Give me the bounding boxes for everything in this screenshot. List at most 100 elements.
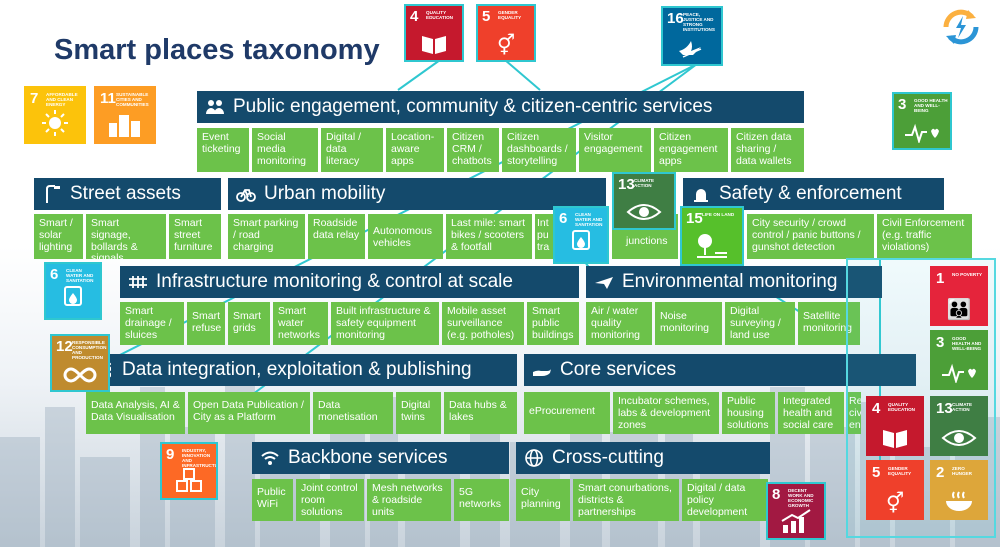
buildings-icon xyxy=(109,115,140,137)
rail-icon xyxy=(128,272,148,292)
section-header-core-services: Core services xyxy=(524,354,916,386)
bowl-icon xyxy=(946,491,972,511)
heartbeat-icon xyxy=(942,363,976,383)
section-header-backbone: Backbone services xyxy=(252,442,509,474)
cell-mesh-networks: Mesh networks & roadside units xyxy=(367,479,451,521)
book-icon xyxy=(422,36,446,54)
section-header-street-assets: Street assets xyxy=(34,178,221,210)
section-title: Core services xyxy=(560,359,677,380)
cell-digital-data-policy: Digital / data policy development xyxy=(682,479,768,521)
cell-public-housing: Public housing solutions xyxy=(722,392,775,434)
cell-air-water-quality: Air / water quality monitoring xyxy=(586,302,652,345)
gender-icon: ⚥ xyxy=(885,493,905,515)
cell-civic-engagement: Re civ en xyxy=(847,392,861,434)
cell-location-aware-apps: Location-aware apps xyxy=(386,128,444,172)
cell-civil-enforcement: Civil Enforcement (e.g. traffic violatio… xyxy=(877,214,972,259)
cubes-icon xyxy=(176,468,202,492)
cell-data-hubs: Data hubs & lakes xyxy=(444,392,517,434)
cell-incubator-schemes: Incubator schemes, labs & development zo… xyxy=(613,392,719,434)
cell-citizen-data-sharing: Citizen data sharing / data wallets xyxy=(731,128,804,172)
cell-built-infrastructure: Built infrastructure & safety equipment … xyxy=(331,302,439,345)
cell-integrated-public-transport: Int pu tra xyxy=(535,214,555,259)
cell-eprocurement: eProcurement xyxy=(524,392,610,434)
cell-digital-twins: Digital twins xyxy=(396,392,441,434)
heartbeat-icon xyxy=(905,123,939,143)
alarm-icon xyxy=(691,184,711,204)
cell-visitor-engagement: Visitor engagement xyxy=(579,128,651,172)
section-title: Data integration, exploitation & publish… xyxy=(122,359,472,380)
water-icon xyxy=(64,286,82,306)
cell-smart-grids: Smart grids xyxy=(228,302,270,345)
cell-city-security: City security / crowd control / panic bu… xyxy=(747,214,874,259)
cell-smart-water-networks: Smart water networks xyxy=(273,302,328,345)
section-header-data-integration: Data integration, exploitation & publish… xyxy=(86,354,517,386)
section-title: Safety & enforcement xyxy=(719,183,902,204)
eye-icon xyxy=(626,204,662,220)
section-header-public-engagement: Public engagement, community & citizen-c… xyxy=(197,91,804,123)
section-title: Street assets xyxy=(70,183,181,204)
cell-social-media-monitoring: Social media monitoring xyxy=(252,128,318,172)
cell-smart-refuse: Smart refuse xyxy=(187,302,225,345)
cell-open-data: Open Data Publication / City as a Platfo… xyxy=(188,392,310,434)
section-title: Public engagement, community & citizen-c… xyxy=(233,96,713,117)
globe-icon xyxy=(524,448,544,468)
cell-smart-street-furniture: Smart street furniture xyxy=(169,214,221,259)
eye-icon xyxy=(941,430,977,446)
section-title: Infrastructure monitoring & control at s… xyxy=(156,271,513,292)
people-icon xyxy=(205,97,225,117)
refresh-lightning-icon xyxy=(943,9,979,45)
cell-citizen-engagement-apps: Citizen engagement apps xyxy=(654,128,728,172)
section-header-cross-cutting: Cross-cutting xyxy=(516,442,770,474)
cell-smart-signage: Smart signage, bollards & signals xyxy=(86,214,166,259)
family-icon: 👪 xyxy=(946,299,972,321)
sun-icon xyxy=(42,110,68,136)
cell-smart-public-buildings: Smart public buildings xyxy=(527,302,579,345)
cell-satellite-monitoring: Satellite monitoring xyxy=(798,302,860,345)
cell-smart-conurbations: Smart conurbations, districts & partners… xyxy=(573,479,679,521)
growth-icon xyxy=(781,509,811,533)
section-header-safety: Safety & enforcement xyxy=(683,178,944,210)
cell-smart-solar-lighting: Smart / solar lighting xyxy=(34,214,83,259)
dove-icon xyxy=(679,41,702,58)
bicycle-icon xyxy=(236,184,256,204)
cell-mobile-asset-surveillance: Mobile asset surveillance (e.g. potholes… xyxy=(442,302,524,345)
section-title: Environmental monitoring xyxy=(622,271,838,292)
hand-icon xyxy=(532,360,552,380)
section-header-infrastructure: Infrastructure monitoring & control at s… xyxy=(120,266,579,298)
cell-joint-control-room: Joint control room solutions xyxy=(296,479,364,521)
section-header-environmental: Environmental monitoring xyxy=(586,266,882,298)
cell-data-analysis: Data Analysis, AI & Data Visualisation xyxy=(86,392,185,434)
gender-icon: ⚥ xyxy=(496,35,516,57)
infinity-icon xyxy=(63,367,97,383)
section-title: Urban mobility xyxy=(264,183,386,204)
cell-citizen-crm-chatbots: Citizen CRM / chatbots xyxy=(447,128,499,172)
plane-icon xyxy=(594,272,614,292)
cell-last-mile: Last mile: smart bikes / scooters & foot… xyxy=(446,214,532,259)
wifi-icon xyxy=(260,448,280,468)
cell-public-wifi: Public WiFi xyxy=(252,479,293,521)
page-title: Smart places taxonomy xyxy=(54,34,380,66)
cell-smart-parking: Smart parking / road charging xyxy=(228,214,305,259)
cell-event-ticketing: Event ticketing xyxy=(197,128,249,172)
cell-digital-data-literacy: Digital / data literacy xyxy=(321,128,383,172)
streetlight-icon xyxy=(42,184,62,204)
cell-integrated-health: Integrated health and social care xyxy=(778,392,844,434)
cell-data-monetisation: Data monetisation xyxy=(313,392,393,434)
section-header-urban-mobility: Urban mobility xyxy=(228,178,606,210)
cell-digital-surveying: Digital surveying / land use xyxy=(725,302,795,345)
cell-autonomous-vehicles: Autonomous vehicles xyxy=(368,214,443,259)
